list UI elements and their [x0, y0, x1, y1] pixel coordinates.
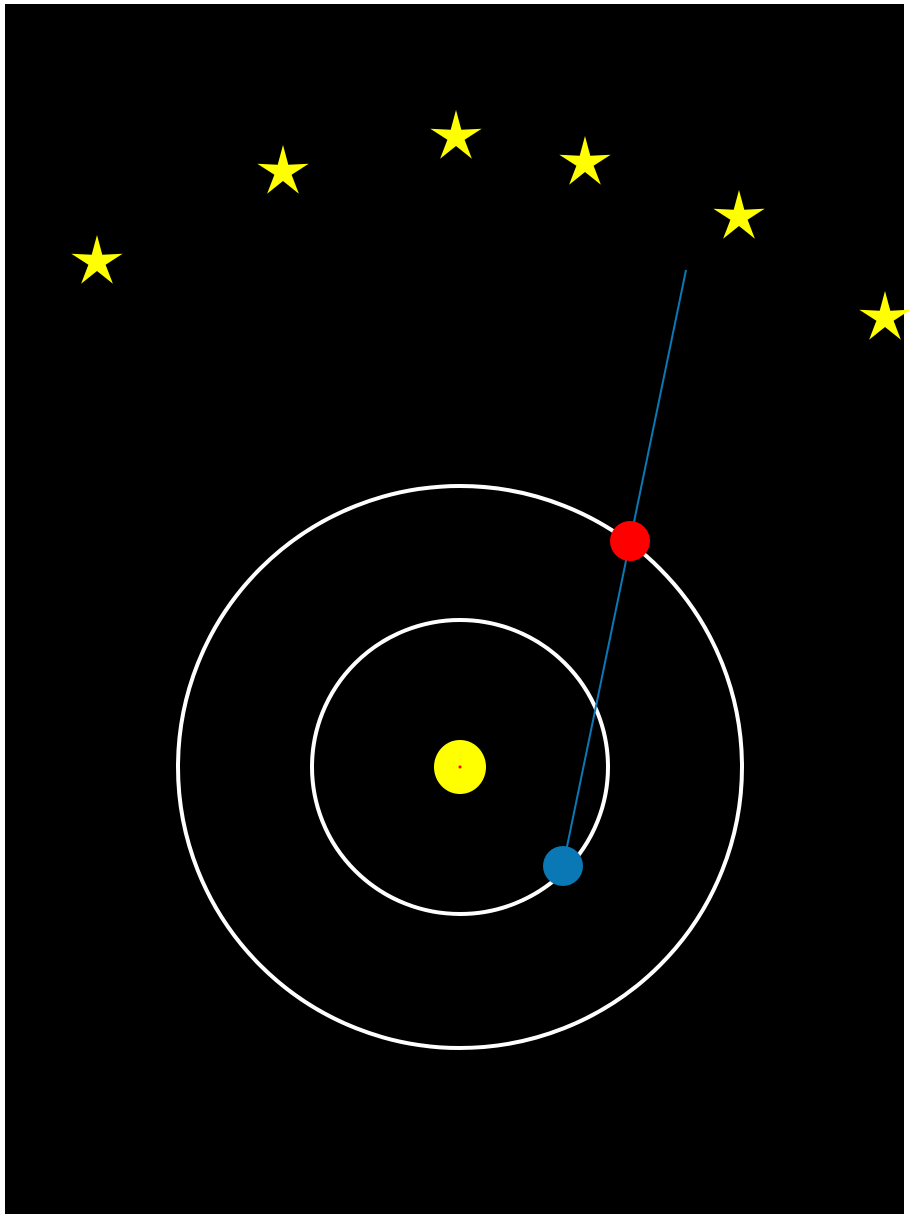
inner-planet-earth — [543, 846, 583, 886]
sun — [434, 740, 486, 794]
night-sky-background — [5, 4, 904, 1214]
sun-center-dot — [459, 766, 462, 769]
outer-planet-mars — [610, 521, 650, 561]
